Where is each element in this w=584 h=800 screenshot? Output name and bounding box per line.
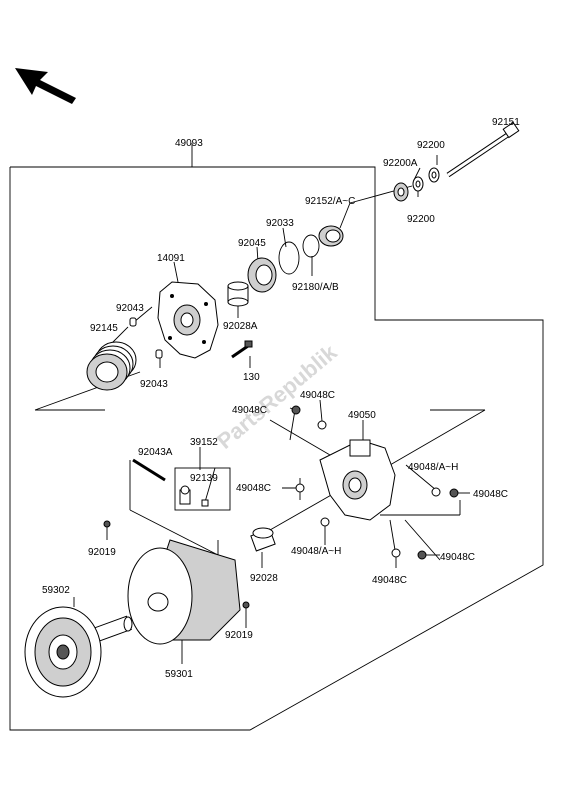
roller-part-box xyxy=(174,467,231,511)
o-ring-parts xyxy=(278,234,320,275)
label-92033: 92033 xyxy=(266,218,294,229)
label-92152: 92152/A~C xyxy=(305,196,355,207)
label-49048ah-1: 49048/A~H xyxy=(408,462,458,473)
label-14091: 14091 xyxy=(157,253,185,264)
label-49048c-3: 49048C xyxy=(236,483,271,494)
front-direction-arrow-icon xyxy=(15,68,76,104)
label-49048ah-2: 49048/A~H xyxy=(291,546,341,557)
rod-part xyxy=(132,458,166,482)
label-49048c-6: 49048C xyxy=(372,575,407,586)
label-49093: 49093 xyxy=(175,138,203,149)
label-92043-bottom: 92043 xyxy=(140,379,168,390)
label-92045: 92045 xyxy=(238,238,266,249)
bushing-part xyxy=(227,281,249,307)
spider-hub-part xyxy=(157,281,219,359)
label-92139: 92139 xyxy=(190,473,218,484)
label-92151: 92151 xyxy=(492,117,520,128)
label-49048c-4: 49048C xyxy=(473,489,508,500)
label-49048c-2: 49048C xyxy=(300,390,335,401)
movable-sheave-part xyxy=(127,539,241,645)
fixed-sheave-part xyxy=(24,606,133,698)
label-92180: 92180/A/B xyxy=(292,282,339,293)
label-49048c-5: 49048C xyxy=(440,552,475,563)
pin-parts xyxy=(129,317,163,359)
spring-part xyxy=(86,341,137,391)
label-39152: 39152 xyxy=(190,437,218,448)
label-92019-left: 92019 xyxy=(88,547,116,558)
label-59302: 59302 xyxy=(42,585,70,596)
label-92019-right: 92019 xyxy=(225,630,253,641)
label-92200-top: 92200 xyxy=(417,140,445,151)
label-49050: 49050 xyxy=(348,410,376,421)
label-49048c-1: 49048C xyxy=(232,405,267,416)
label-92200a: 92200A xyxy=(383,158,418,169)
bearing-part xyxy=(247,257,277,293)
spider-bracket-part xyxy=(319,439,396,521)
label-92043-top: 92043 xyxy=(116,303,144,314)
label-92028: 92028 xyxy=(250,573,278,584)
label-92028a: 92028A xyxy=(223,321,258,332)
bushing-part-lower xyxy=(250,527,276,552)
label-92043a: 92043A xyxy=(138,447,173,458)
assembly-border xyxy=(9,166,544,731)
label-59301: 59301 xyxy=(165,669,193,680)
washer-parts xyxy=(393,167,440,202)
long-bolt-part xyxy=(446,121,520,178)
part-labels: 49093 92151 92200 92200A 92200 92152/A~C… xyxy=(42,117,520,680)
nut-parts xyxy=(291,405,459,560)
label-130: 130 xyxy=(243,372,260,383)
screw-parts-92019 xyxy=(103,520,250,609)
label-92145: 92145 xyxy=(90,323,118,334)
seal-part xyxy=(318,225,344,247)
screw-part xyxy=(231,340,253,359)
label-92200-bottom: 92200 xyxy=(407,214,435,225)
